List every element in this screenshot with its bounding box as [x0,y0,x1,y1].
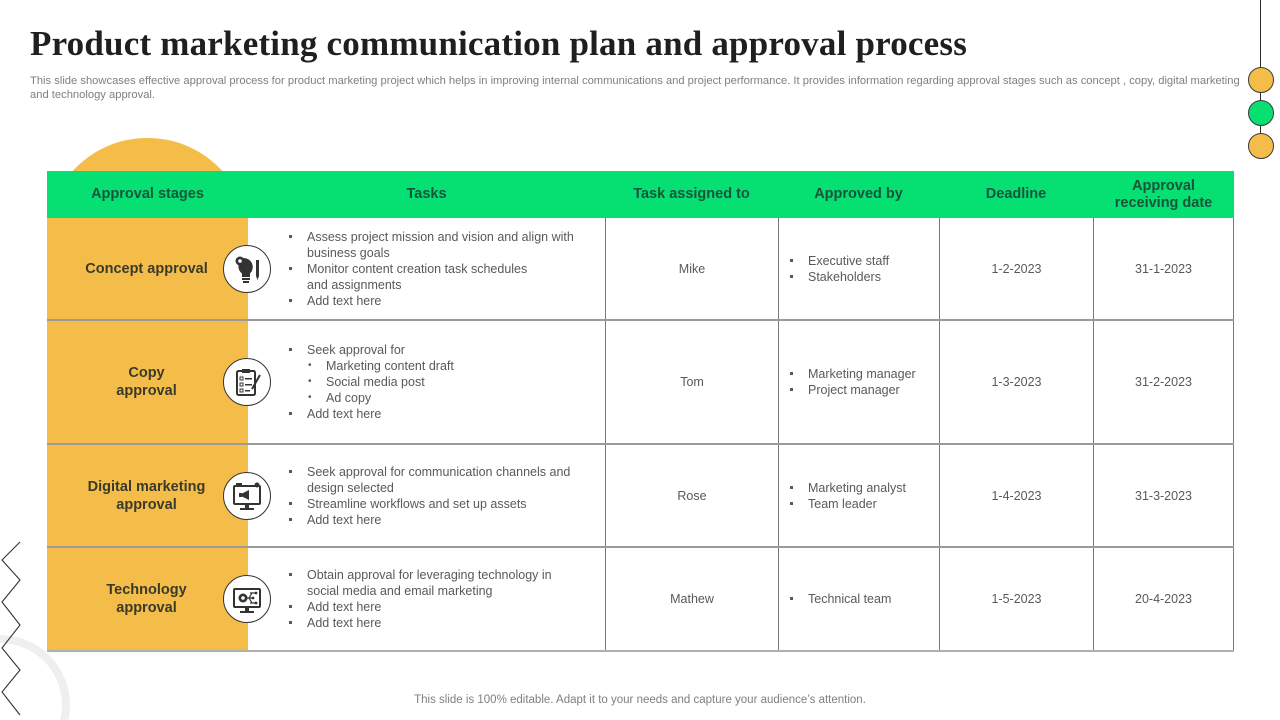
tasks-cell: Obtain approval for leveraging technolog… [248,548,605,650]
task-item-text: Seek approval for [307,343,405,357]
table-row: Copy approval Seek approval for Marketin… [47,321,1234,445]
stage-label: Copy approval [116,365,177,399]
approver-item: Technical team [789,591,891,607]
monitor-megaphone-icon [223,471,271,520]
header-approved-by: Approved by [814,186,903,202]
sub-task-item: Ad copy [307,390,454,406]
approver-item: Stakeholders [789,269,889,285]
task-item: Add text here [288,406,454,422]
tasks-cell: Seek approval for communication channels… [248,445,605,546]
stage-cell: Technology approval [47,548,271,650]
clipboard-checklist-icon [223,358,271,406]
chain-link [1260,126,1261,134]
green-dot-decoration [1248,100,1274,126]
approved-by-cell: Marketing analyst Team leader [778,445,939,546]
task-item: Add text here [288,615,578,631]
monitor-gear-network-icon [223,575,271,623]
sub-task-item: Social media post [307,374,454,390]
yellow-dot-decoration [1248,133,1274,159]
approver-item: Team leader [789,496,906,512]
page-subtitle: This slide showcases effective approval … [30,75,1240,101]
task-item: Obtain approval for leveraging technolog… [288,567,578,599]
deadline-cell: 1-3-2023 [939,321,1093,443]
approved-by-cell: Executive staff Stakeholders [778,218,939,319]
receiving-date-cell: 31-1-2023 [1093,218,1234,319]
deadline-cell: 1-5-2023 [939,548,1093,650]
receiving-date-cell: 20-4-2023 [1093,548,1234,650]
lightbulb-gear-pencil-icon [223,244,271,293]
chain-decoration-line [1260,0,1261,70]
task-item: Add text here [288,293,578,309]
task-item: Monitor content creation task schedules … [288,261,578,293]
approval-table: Concept approval Assess project mission … [47,218,1234,652]
task-item: Add text here [288,599,578,615]
footer-note: This slide is 100% editable. Adapt it to… [414,694,866,706]
task-item: Seek approval for Marketing content draf… [288,342,454,406]
yellow-dot-decoration [1248,67,1274,93]
stage-label: Technology approval [106,582,187,616]
zigzag-decoration [1,541,21,716]
header-approval-receiving-date: Approval receiving date [1114,177,1213,211]
deadline-cell: 1-2-2023 [939,218,1093,319]
approved-by-cell: Marketing manager Project manager [778,321,939,443]
stage-label: Concept approval [85,260,208,277]
task-item: Assess project mission and vision and al… [288,229,578,261]
tasks-cell: Seek approval for Marketing content draf… [248,321,605,443]
approver-item: Project manager [789,382,916,398]
approver-item: Executive staff [789,253,889,269]
chain-link [1260,93,1261,101]
approver-item: Marketing analyst [789,480,906,496]
sub-task-item: Marketing content draft [307,358,454,374]
table-row: Digital marketing approval Seek approval… [47,445,1234,548]
stage-cell: Copy approval [47,321,271,443]
header-tasks: Tasks [406,186,447,202]
stage-cell: Concept approval [47,218,271,319]
task-item: Streamline workflows and set up assets [288,496,588,512]
page-title: Product marketing communication plan and… [30,24,968,63]
table-row: Concept approval Assess project mission … [47,218,1234,321]
assigned-to-cell: Mike [605,218,778,319]
task-item: Seek approval for communication channels… [288,464,588,496]
approver-item: Marketing manager [789,366,916,382]
approved-by-cell: Technical team [778,548,939,650]
receiving-date-cell: 31-3-2023 [1093,445,1234,546]
receiving-date-cell: 31-2-2023 [1093,321,1234,443]
table-header: Approval stages Tasks Task assigned to A… [47,171,1234,218]
header-approval-stages: Approval stages [91,186,204,202]
assigned-to-cell: Mathew [605,548,778,650]
assigned-to-cell: Tom [605,321,778,443]
header-task-assigned-to: Task assigned to [633,186,750,202]
deadline-cell: 1-4-2023 [939,445,1093,546]
stage-label: Digital marketing approval [87,478,206,513]
task-item: Add text here [288,512,588,528]
stage-cell: Digital marketing approval [47,445,271,546]
tasks-cell: Assess project mission and vision and al… [248,218,605,319]
table-row: Technology approval Obtain approval for … [47,548,1234,652]
header-deadline: Deadline [985,186,1047,202]
assigned-to-cell: Rose [605,445,778,546]
stages-column-background [47,218,248,652]
